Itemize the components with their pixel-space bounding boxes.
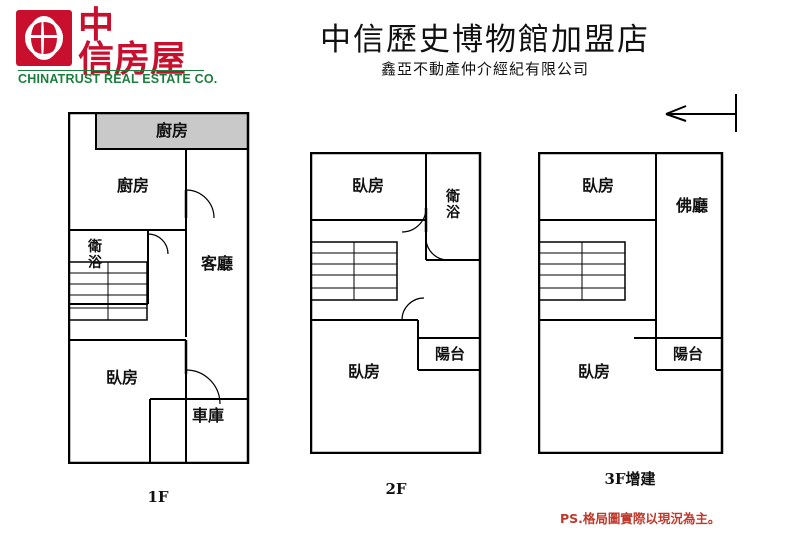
globe-ellipse-icon (28, 16, 60, 60)
room-2f-balcony: 陽台 (434, 344, 465, 363)
north-arrow (664, 92, 748, 132)
room-2f-bedroom-rear: 臥房 (347, 362, 380, 382)
room-3f-bedroom-rear: 臥房 (577, 362, 610, 382)
room-1f-bathroom: 衛 浴 (88, 239, 102, 271)
floorplan-3f-drawing (537, 151, 724, 455)
room-1f-bedroom: 臥房 (105, 368, 138, 388)
room-2f-bathroom: 衛 浴 (446, 189, 460, 221)
chinatrust-logo: 中 信房屋 CHINATRUST REAL ESTATE CO. (16, 7, 217, 88)
room-3f-buddha-hall: 佛廳 (675, 196, 708, 216)
room-2f-bedroom-front: 臥房 (351, 176, 384, 196)
room-1f-living-room: 客廳 (200, 254, 233, 274)
logo-text-cn-line1: 中 (78, 4, 115, 46)
disclaimer-note: PS.格局圖實際以現況為主。 (560, 511, 721, 526)
floorplan-2f-drawing (309, 151, 482, 455)
logo-text-cn-line2: 信房屋 (78, 38, 187, 80)
page-title: 中信歷史博物館加盟店 (320, 22, 650, 58)
room-3f-balcony: 陽台 (672, 344, 703, 363)
floorplan-1f-drawing (67, 111, 250, 465)
floor-label-3f: 3F增建 (604, 470, 656, 488)
room-1f-kitchen: 廚房 (116, 176, 149, 196)
floorplan-1f: 廚房 廚房 衛 浴 客廳 臥房 車庫 (67, 111, 250, 465)
floor-label-2f: 2F (385, 480, 407, 498)
logo-text-en: CHINATRUST REAL ESTATE CO. (18, 72, 218, 86)
logo-globe-mark (16, 10, 72, 66)
logo-divider (18, 70, 204, 71)
room-1f-kitchen-balcony: 廚房 (155, 121, 188, 141)
floorplan-3f: 臥房 佛廳 臥房 陽台 (537, 151, 724, 455)
page-subtitle: 鑫亞不動產仲介經紀有限公司 (380, 60, 589, 78)
logo-text-cn: 中 信房屋 (78, 7, 187, 80)
floor-label-1f: 1F (147, 488, 169, 506)
floorplan-2f: 臥房 衛 浴 臥房 陽台 (309, 151, 482, 455)
room-1f-garage: 車庫 (191, 406, 224, 426)
room-3f-bedroom-front: 臥房 (581, 176, 614, 196)
